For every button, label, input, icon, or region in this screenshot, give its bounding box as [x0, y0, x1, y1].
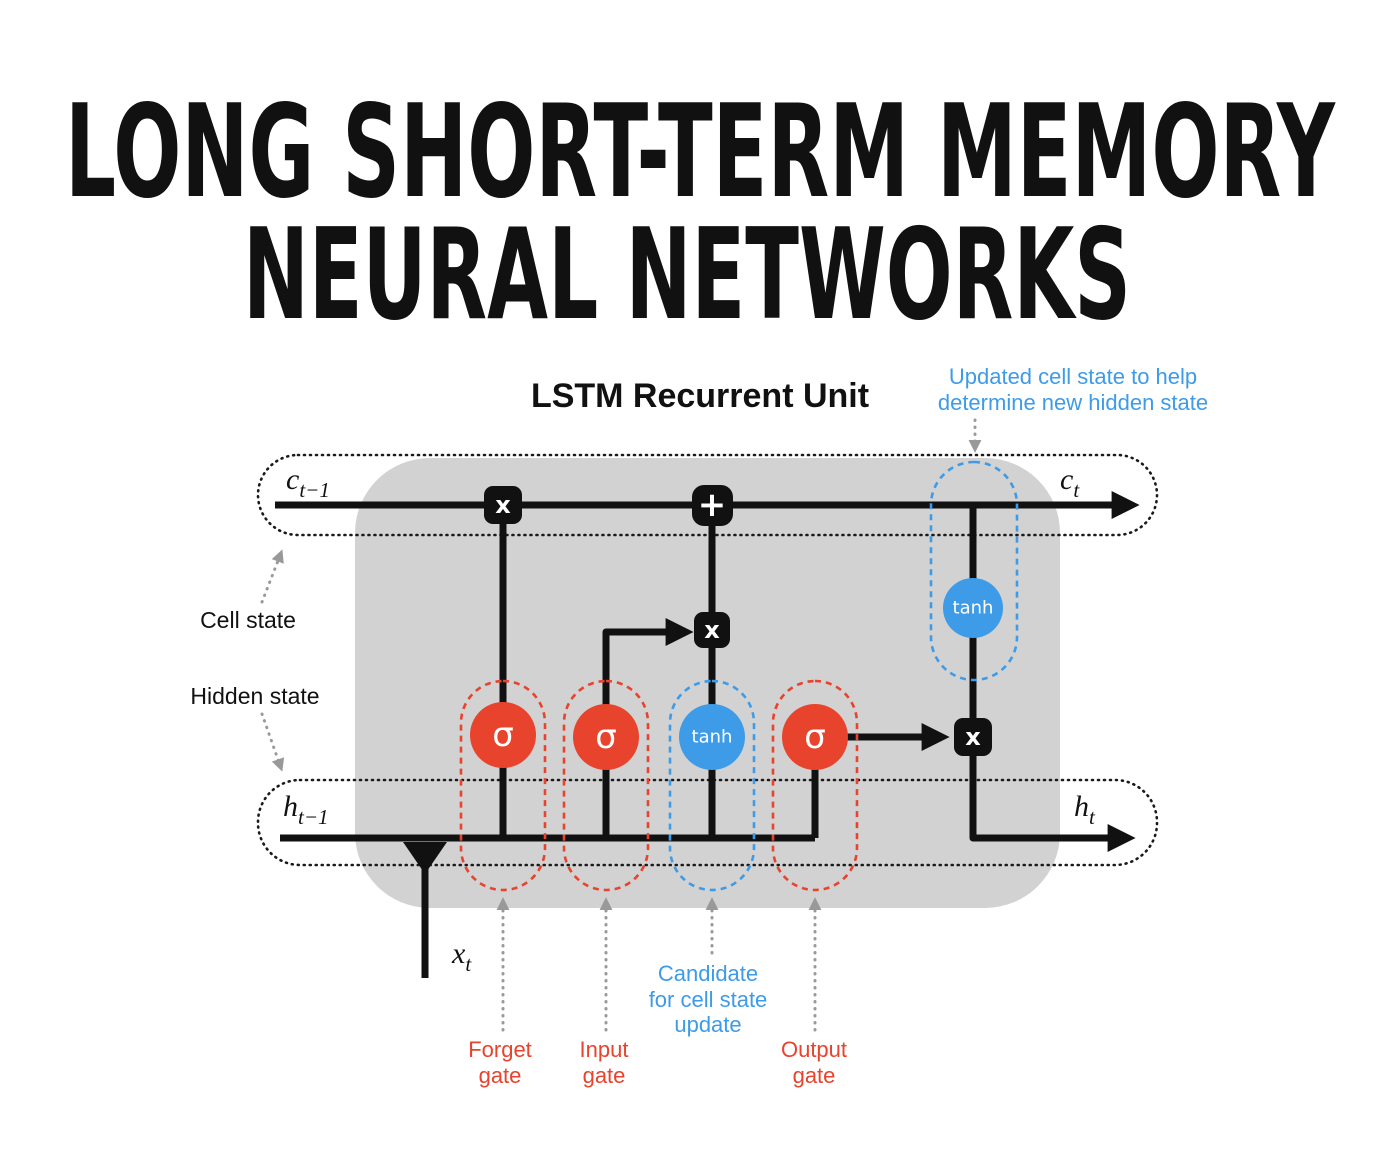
cell-tanh-node [943, 578, 1003, 638]
x-input-label: xt [451, 937, 472, 976]
hidden-state-track [256, 778, 1159, 867]
add-node [692, 485, 733, 526]
output-multiply-node [954, 718, 992, 756]
forget-gate-outline [459, 679, 547, 892]
candidate-label-line-2: for cell state [649, 987, 768, 1012]
input-gate-sigma-label: σ [595, 717, 617, 757]
input-junction [403, 842, 447, 874]
h-prev-label: ht−1 [283, 790, 329, 829]
cell-state-leader [260, 549, 284, 604]
input-gate-outline [562, 679, 650, 892]
updated-cell-note-line-1: Updated cell state to help [949, 364, 1197, 389]
lstm-cell-body [355, 458, 1060, 908]
updated-cell-note-line-2: determine new hidden state [938, 390, 1208, 415]
input-gate-arrow [602, 618, 694, 737]
updated-cell-outline [929, 460, 1019, 682]
candidate-tanh-node [679, 704, 745, 770]
add-node-label: + [698, 485, 727, 525]
cell-tanh-label: tanh [953, 598, 994, 619]
output-multiply-label: x [965, 723, 981, 751]
title-line-2: NEURAL NETWORKS [243, 201, 1131, 348]
c-prev-label: ct−1 [286, 463, 330, 502]
output-gate-sigma-label: σ [804, 717, 826, 757]
output-gate-label-line-2: gate [793, 1063, 836, 1088]
output-gate-node [782, 704, 848, 770]
cell-state-track [256, 453, 1159, 537]
forget-gate-sigma-label: σ [492, 715, 514, 755]
title-line-1: LONG SHORT-TERM MEMORY [65, 78, 1336, 227]
candidate-label-line-1: Candidate [658, 961, 758, 986]
forget-multiply-label: x [495, 491, 511, 519]
cell-state-label: Cell state [200, 607, 296, 633]
diagram-heading: LSTM Recurrent Unit [531, 377, 869, 415]
candidate-multiply-node [694, 612, 730, 648]
candidate-label-line-3: update [674, 1012, 741, 1037]
input-gate-label-line-2: gate [583, 1063, 626, 1088]
output-gate-label-line-1: Output [781, 1037, 847, 1062]
hidden-output-arrow [969, 737, 1136, 852]
c-next-label: ct [1060, 463, 1080, 502]
forget-gate-node [470, 702, 536, 768]
forget-gate-label-line-2: gate [479, 1063, 522, 1088]
h-next-label: ht [1074, 790, 1096, 829]
input-gate-label-line-1: Input [580, 1037, 629, 1062]
forget-gate-label-line-1: Forget [468, 1037, 532, 1062]
candidate-multiply-label: x [704, 616, 720, 644]
candidate-tanh-label: tanh [692, 727, 733, 748]
candidate-outline [668, 679, 756, 892]
input-gate-node [573, 704, 639, 770]
hidden-state-label: Hidden state [190, 683, 319, 709]
hidden-state-leader [260, 712, 285, 772]
output-gate-outline [771, 679, 859, 892]
forget-multiply-node [484, 486, 522, 524]
